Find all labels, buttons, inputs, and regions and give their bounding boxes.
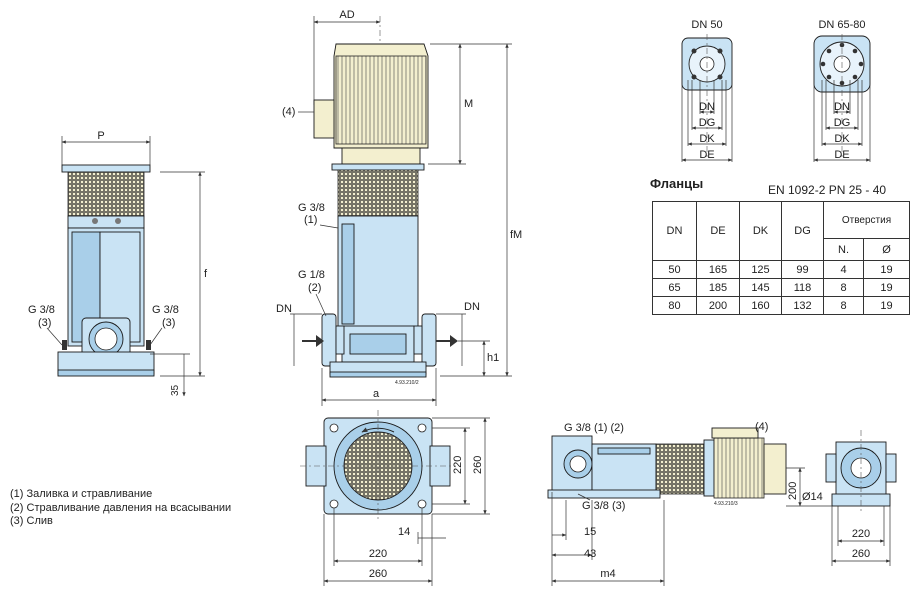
table-cell: 118: [781, 278, 824, 297]
table-cell: 8: [823, 296, 864, 315]
front-port-right: G 3/8: [152, 304, 179, 316]
top-dim-220-v: 220: [452, 456, 464, 474]
table-cell: 19: [863, 296, 910, 315]
flange-standard: EN 1092-2 PN 25 - 40: [768, 183, 887, 197]
horiz-port-bottom: G 3/8 (3): [582, 500, 625, 512]
horiz-dim-m4: m4: [600, 568, 615, 580]
legend-item: (2) Стравливание давления на всасывании: [10, 501, 232, 514]
front-view: P f 35 G 3/8 (3) G 3/8 (3): [28, 130, 208, 397]
table-header-n: N.: [823, 238, 864, 261]
table-cell: 65: [652, 278, 697, 297]
dim-p: P: [97, 130, 104, 142]
flange-dn50-title: DN 50: [691, 19, 722, 31]
table-header-de: DE: [696, 201, 740, 261]
horiz-port-top: G 3/8 (1) (2): [564, 422, 624, 434]
top-view: 220 260 220 260 14: [300, 410, 490, 586]
front-port-left: G 3/8: [28, 304, 55, 316]
horiz-dim-43: 43: [584, 548, 596, 560]
horiz-dim-220: 220: [852, 528, 870, 540]
dim-fm: fM: [510, 229, 522, 241]
table-header-diameter: Ø: [863, 238, 910, 261]
table-row: 65 185 145 118 8 19: [652, 278, 910, 297]
table-cell: 160: [739, 296, 782, 315]
table-cell: 50: [652, 260, 697, 279]
flange-dn50-de: DE: [699, 149, 714, 161]
flange-dn50: DN 50 DN DG DK DE: [681, 19, 733, 162]
dim-m: M: [464, 98, 473, 110]
side-drawing-no: 4.93.210/2: [395, 380, 419, 386]
horiz-drawing-no: 4.93.210/3: [714, 501, 738, 507]
table-header-dk: DK: [739, 201, 782, 261]
table-cell: 4: [823, 260, 864, 279]
horiz-dim-d14: Ø14: [802, 491, 823, 503]
side-dn-right: DN: [464, 301, 480, 313]
legend: (1) Заливка и стравливание (2) Стравлива…: [10, 488, 231, 529]
flange-dn6580-dk: DK: [834, 133, 850, 145]
horiz-label-4: (4): [755, 421, 768, 433]
table-header-dg: DG: [781, 201, 824, 261]
dim-a: a: [373, 388, 380, 400]
flange-dn6580-dg: DG: [834, 117, 851, 129]
table-row: 50 165 125 99 4 19: [652, 260, 910, 279]
table-cell: 132: [781, 296, 824, 315]
flange-dn50-dg: DG: [699, 117, 716, 129]
table-cell: 19: [863, 278, 910, 297]
flange-dn6580-de: DE: [834, 149, 849, 161]
side-port-mid: G 1/8: [298, 269, 325, 281]
table-cell: 165: [696, 260, 740, 279]
horiz-dim-260: 260: [852, 548, 870, 560]
dim-ad: AD: [339, 9, 354, 21]
flange-dn6580: DN 65-80 DN DG DK DE: [813, 19, 871, 162]
table-header-holes: Отверстия: [823, 201, 910, 239]
flange-dn50-dk: DK: [699, 133, 715, 145]
table-cell: 19: [863, 260, 910, 279]
table-cell: 145: [739, 278, 782, 297]
top-dim-14: 14: [398, 526, 410, 538]
horiz-dim-15: 15: [584, 526, 596, 538]
flange-dn6580-dn: DN: [834, 101, 850, 113]
side-port-mid-ref: (2): [308, 282, 321, 294]
side-dn-left: DN: [276, 303, 292, 315]
side-port-top-ref: (1): [304, 214, 317, 226]
dim-h1: h1: [487, 352, 499, 364]
front-port-right-ref: (3): [162, 317, 175, 329]
top-dim-260-v: 260: [472, 456, 484, 474]
table-row: 80 200 160 132 8 19: [652, 296, 910, 315]
front-port-left-ref: (3): [38, 317, 51, 329]
table-cell: 200: [696, 296, 740, 315]
dim-f: f: [204, 268, 208, 280]
top-dim-260-h: 260: [369, 568, 387, 580]
flange-dn6580-title: DN 65-80: [818, 19, 865, 31]
side-label-4: (4): [282, 106, 295, 118]
dim-35: 35: [170, 384, 181, 396]
legend-item: (1) Заливка и стравливание: [10, 488, 153, 500]
side-view: AD DN DN (4) G 3/8 (1): [276, 9, 522, 406]
horizontal-view: G 3/8 (1) (2) G 3/8 (3) (4) 4.93.210/3 2…: [547, 421, 897, 586]
table-cell: 185: [696, 278, 740, 297]
side-port-top: G 3/8: [298, 202, 325, 214]
horiz-dim-200: 200: [787, 482, 799, 500]
table-cell: 99: [781, 260, 824, 279]
legend-item: (3) Слив: [10, 515, 53, 527]
table-cell: 80: [652, 296, 697, 315]
flange-table: DN DE DK DG Отверстия N. Ø 50 165 125 99…: [652, 201, 910, 315]
table-header-dn: DN: [652, 201, 697, 261]
flange-table-title: Фланцы: [650, 176, 704, 191]
table-cell: 8: [823, 278, 864, 297]
top-dim-220-h: 220: [369, 548, 387, 560]
flange-dn50-dn: DN: [699, 101, 715, 113]
table-cell: 125: [739, 260, 782, 279]
